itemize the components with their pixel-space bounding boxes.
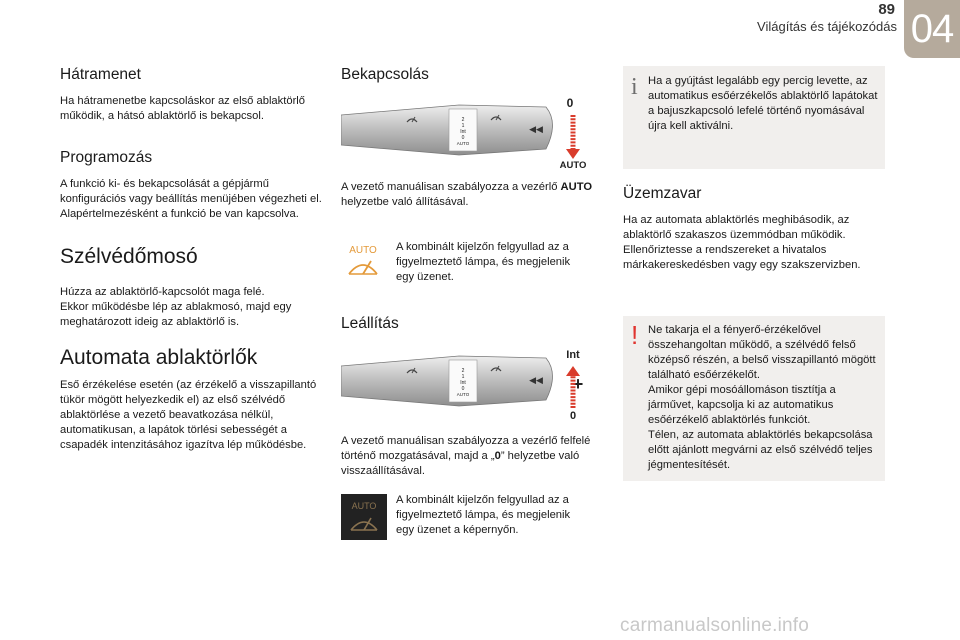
position-label: 1 [462, 374, 465, 380]
arrow-head-icon [566, 149, 580, 159]
diagram-top-label: Int [566, 349, 580, 361]
diagram-bottom-label: 0 [570, 410, 576, 422]
section-title-programozas: Programozás [60, 149, 153, 166]
section-title-uzemzavar: Üzemzavar [623, 185, 702, 202]
warning-box-text: Ne takarja el a fényerő-érzékelővel össz… [648, 324, 876, 471]
position-label: 1 [462, 123, 465, 129]
section-title-hatramenet: Hátramenet [60, 66, 141, 83]
position-label: AUTO [457, 392, 470, 397]
watermark: carmanualsonline.info [620, 615, 810, 636]
arrow-head-icon [566, 366, 580, 376]
section-title-bekapcsolas: Bekapcsolás [341, 66, 429, 83]
diagram-top-label: 0 [567, 96, 574, 110]
leallitas-text: A vezető manuálisan szabályozza a vezérl… [341, 435, 591, 477]
wiper-glyph-icon [406, 116, 418, 123]
auto-wiper-indicator-icon: AUTO [341, 494, 387, 540]
bekapcsolas-note: A kombinált kijelzőn felgyullad az a fig… [396, 241, 571, 283]
chapter-number-tab: 04 [904, 0, 960, 58]
warning-box: ! Ne takarja el a fényerő-érzékelővel ös… [623, 316, 885, 481]
position-label: 2 [462, 368, 465, 374]
leallitas-note: A kombinált kijelzőn felgyullad az a fig… [396, 494, 571, 536]
bekapcsolas-text: A vezető manuálisan szabályozza a vezérl… [341, 181, 593, 208]
wiper-glyph-icon [406, 367, 418, 374]
position-label: AUTO [457, 141, 470, 146]
wiper-stalk-auto-diagram: 2 1 Int 0 AUTO ◀◀ 0 AUTO [341, 96, 587, 171]
section-text-automata-ablaktorlok: Eső érzékelése esetén (az érzékelő a vis… [60, 379, 317, 451]
chapter-title: Világítás és tájékozódás [757, 19, 897, 34]
section-text-uzemzavar: Ha az automata ablaktörlés meghibásodik,… [623, 214, 861, 271]
auto-wiper-warning-icon: AUTO [341, 242, 385, 282]
section-title-szelvedomoso: Szélvédőmosó [60, 245, 198, 268]
section-text-szelvedomoso: Húzza az ablaktörlő-kapcsolót maga felé.… [60, 286, 292, 328]
diagram-bottom-label: AUTO [560, 160, 587, 171]
wash-arrows-icon: ◀◀ [529, 124, 543, 134]
position-label: 0 [462, 386, 465, 392]
info-icon: i [631, 74, 638, 100]
wash-arrows-icon: ◀◀ [529, 375, 543, 385]
auto-icon-label: AUTO [349, 245, 377, 256]
section-title-automata-ablaktorlok: Automata ablaktörlők [60, 346, 258, 369]
section-title-leallitas: Leállítás [341, 315, 399, 332]
auto-icon-label: AUTO [352, 501, 377, 511]
plus-icon: + [573, 374, 584, 394]
warning-icon: ! [631, 320, 639, 350]
position-label: Int [460, 380, 466, 386]
info-box: i Ha a gyújtást legalább egy percig leve… [623, 66, 885, 169]
page-number: 89 [878, 1, 895, 18]
wiper-glyph-icon [490, 114, 502, 121]
info-box-text: Ha a gyújtást legalább egy percig levett… [648, 75, 878, 132]
wiper-stalk-stop-diagram: 2 1 Int 0 AUTO ◀◀ Int + 0 [341, 349, 584, 422]
position-label: 2 [462, 117, 465, 123]
section-text-programozas: A funkció ki- és bekapcsolását a gépjárm… [60, 178, 322, 220]
position-label: Int [460, 129, 466, 135]
position-label: 0 [462, 135, 465, 141]
section-text-hatramenet: Ha hátramenetbe kapcsoláskor az első abl… [60, 95, 306, 122]
wiper-glyph-icon [490, 365, 502, 372]
